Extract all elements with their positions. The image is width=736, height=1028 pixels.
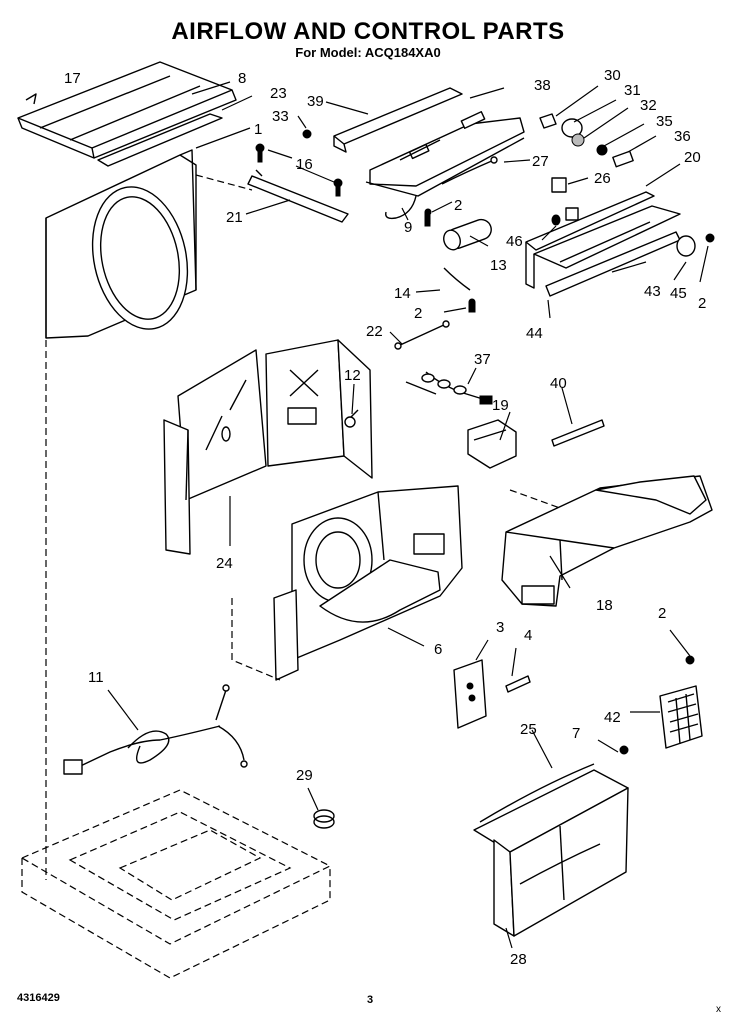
callout-2-far: 2 xyxy=(698,295,706,312)
jumper-wire-icon xyxy=(397,323,447,347)
wire-harness xyxy=(405,371,493,405)
part-number: 4316429 xyxy=(17,992,60,1004)
bracket-assembly xyxy=(247,129,349,223)
callout-24: 24 xyxy=(216,555,233,572)
callout-30: 30 xyxy=(604,67,621,84)
callout-2-right: 2 xyxy=(658,605,666,622)
callout-44: 44 xyxy=(526,325,543,342)
callout-8: 8 xyxy=(238,70,246,87)
callout-9: 9 xyxy=(404,219,412,236)
callout-11: 11 xyxy=(88,669,104,686)
thermistor-probe xyxy=(551,419,605,447)
callout-7: 7 xyxy=(572,725,580,742)
switch-knob-parts xyxy=(539,113,634,168)
callout-2-top: 2 xyxy=(454,197,462,214)
callout-6: 6 xyxy=(434,641,442,658)
callout-45: 45 xyxy=(670,285,687,302)
base-pan xyxy=(20,789,332,979)
callout-40: 40 xyxy=(550,375,567,392)
callout-46: 46 xyxy=(506,233,523,250)
callout-26: 26 xyxy=(594,170,611,187)
page-number: 3 xyxy=(367,994,374,1006)
air-duct xyxy=(501,475,713,607)
top-cover-panel xyxy=(17,61,237,159)
callout-39: 39 xyxy=(307,93,324,110)
callout-27: 27 xyxy=(532,153,549,170)
callout-1: 1 xyxy=(254,121,262,138)
page-subtitle: For Model: ACQ184XA0 xyxy=(295,45,441,60)
callout-17: 17 xyxy=(64,70,81,87)
callout-2-mid: 2 xyxy=(414,305,422,322)
control-bracket-small xyxy=(453,659,531,729)
filter-grille xyxy=(659,655,703,749)
callout-18: 18 xyxy=(596,597,613,614)
page-title: AIRFLOW AND CONTROL PARTS xyxy=(171,18,565,45)
screw-icon xyxy=(25,93,37,105)
callout-22: 22 xyxy=(366,323,383,340)
wire-icon xyxy=(385,195,417,220)
callout-4: 4 xyxy=(524,627,532,644)
capacitor-icon xyxy=(443,218,492,251)
callout-23: 23 xyxy=(270,85,287,102)
callout-42: 42 xyxy=(604,709,621,726)
control-bracket xyxy=(333,87,525,197)
callout-25: 25 xyxy=(520,721,537,738)
callout-36: 36 xyxy=(674,128,691,145)
duct-bracket xyxy=(467,419,517,469)
air-baffle xyxy=(163,339,373,555)
fan-shroud xyxy=(45,149,197,339)
callout-16: 16 xyxy=(296,156,313,173)
callout-38: 38 xyxy=(534,77,551,94)
callout-31: 31 xyxy=(624,82,641,99)
callout-14: 14 xyxy=(394,285,411,302)
power-cord xyxy=(63,684,248,775)
mounting-bracket xyxy=(97,113,223,167)
grommet-icon xyxy=(313,809,335,829)
callout-12: 12 xyxy=(344,367,361,384)
callout-20: 20 xyxy=(684,149,701,166)
leader-line xyxy=(107,81,709,949)
callout-13: 13 xyxy=(490,257,507,274)
corner-mark: x xyxy=(716,1004,721,1015)
control-panel xyxy=(525,177,715,297)
wire-lead-icon xyxy=(441,159,495,185)
callout-28: 28 xyxy=(510,951,527,968)
callout-19: 19 xyxy=(492,397,509,414)
callout-33: 33 xyxy=(272,108,289,125)
strap-icon xyxy=(443,267,471,291)
callout-3: 3 xyxy=(496,619,504,636)
callout-35: 35 xyxy=(656,113,673,130)
callout-29: 29 xyxy=(296,767,313,784)
callout-32: 32 xyxy=(640,97,657,114)
rear-housing xyxy=(473,745,629,937)
callout-43: 43 xyxy=(644,283,661,300)
fan-scroll-housing xyxy=(273,485,463,681)
callout-37: 37 xyxy=(474,351,491,368)
callout-21: 21 xyxy=(226,209,243,226)
